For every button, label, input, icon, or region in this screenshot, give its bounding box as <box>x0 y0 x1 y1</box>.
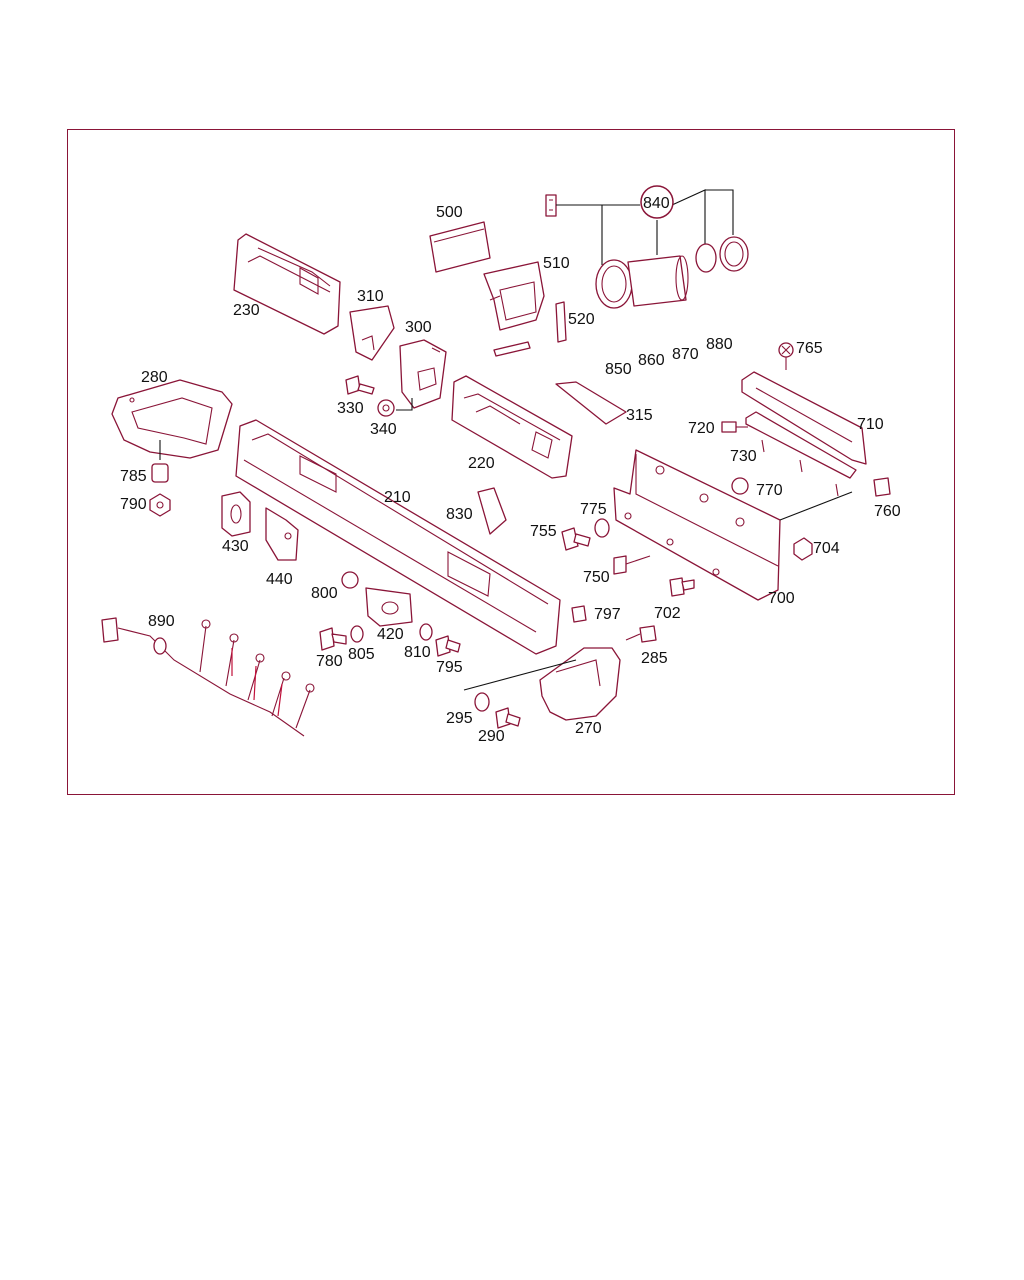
part-315-strip <box>555 381 627 425</box>
part-520-clip <box>555 301 567 343</box>
part-795-bolt <box>435 635 461 657</box>
part-810-washer <box>419 623 433 641</box>
part-785-spacer <box>151 463 169 483</box>
callout-340: 340 <box>370 421 397 438</box>
callout-300: 300 <box>405 319 432 336</box>
callout-700: 700 <box>768 590 795 607</box>
part-340-washer <box>377 399 395 417</box>
callout-420: 420 <box>377 626 404 643</box>
part-770-washer <box>731 477 749 495</box>
part-430-bracket <box>221 491 251 537</box>
part-704-nut <box>793 537 813 561</box>
part-440-bracket <box>265 507 299 561</box>
part-290-bolt <box>495 707 521 729</box>
callout-315: 315 <box>626 407 653 424</box>
callout-790: 790 <box>120 496 147 513</box>
part-790-nut <box>149 493 171 517</box>
part-510-bracket <box>483 261 545 331</box>
callout-755: 755 <box>530 523 557 540</box>
part-330-bolt <box>345 375 375 395</box>
part-285-screw <box>625 625 657 643</box>
callout-440: 440 <box>266 571 293 588</box>
callout-330: 330 <box>337 400 364 417</box>
callout-704: 704 <box>813 540 840 557</box>
callout-730: 730 <box>730 448 757 465</box>
callout-702: 702 <box>654 605 681 622</box>
part-310-plate <box>349 305 395 361</box>
callout-775: 775 <box>580 501 607 518</box>
callout-750: 750 <box>583 569 610 586</box>
part-702-bolt <box>669 577 695 597</box>
callout-810: 810 <box>404 644 431 661</box>
callout-720: 720 <box>688 420 715 437</box>
part-830-cover <box>477 487 507 535</box>
part-780-bolt <box>319 627 347 651</box>
callout-510: 510 <box>543 255 570 272</box>
part-800-washer <box>341 571 359 589</box>
part-700-plate-bracket <box>613 449 781 601</box>
callout-270: 270 <box>575 720 602 737</box>
callout-830: 830 <box>446 506 473 523</box>
callout-765: 765 <box>796 340 823 357</box>
callout-850: 850 <box>605 361 632 378</box>
callout-800: 800 <box>311 585 338 602</box>
callout-500: 500 <box>436 204 463 221</box>
callout-230: 230 <box>233 302 260 319</box>
callout-840: 840 <box>643 195 670 212</box>
part-730-strip <box>745 411 857 497</box>
callout-760: 760 <box>874 503 901 520</box>
part-750-screw <box>613 555 651 575</box>
part-300-housing <box>399 339 447 409</box>
part-890-wiring-harness <box>101 617 315 737</box>
callout-210: 210 <box>384 489 411 506</box>
callout-770: 770 <box>756 482 783 499</box>
callout-295: 295 <box>446 710 473 727</box>
callout-710: 710 <box>857 416 884 433</box>
part-797-clip <box>571 605 587 623</box>
part-805-washer <box>350 625 364 643</box>
part-840-kit <box>545 189 749 309</box>
part-210-main-beam <box>235 419 561 655</box>
part-710-rail <box>741 371 867 465</box>
callout-310: 310 <box>357 288 384 305</box>
callout-520: 520 <box>568 311 595 328</box>
part-765-screw <box>778 342 794 370</box>
callout-890: 890 <box>148 613 175 630</box>
callout-880: 880 <box>706 336 733 353</box>
part-295-washer <box>474 692 490 712</box>
callout-430: 430 <box>222 538 249 555</box>
callout-795: 795 <box>436 659 463 676</box>
part-230-bracket <box>233 233 341 335</box>
callout-805: 805 <box>348 646 375 663</box>
callout-860: 860 <box>638 352 665 369</box>
callout-840-circle <box>640 185 674 219</box>
part-530-strip <box>493 341 531 357</box>
part-760-bolt <box>873 477 891 497</box>
part-775-bushing <box>594 518 610 538</box>
callout-220: 220 <box>468 455 495 472</box>
part-220-bracket <box>451 375 573 479</box>
callout-780: 780 <box>316 653 343 670</box>
part-280-end-cap <box>111 379 233 459</box>
part-500-cover <box>429 221 491 273</box>
callout-280: 280 <box>141 369 168 386</box>
part-720-pin <box>721 421 748 433</box>
diagram-frame <box>67 129 955 795</box>
callout-290: 290 <box>478 728 505 745</box>
callout-797: 797 <box>594 606 621 623</box>
callout-285: 285 <box>641 650 668 667</box>
part-755-bolt <box>561 527 591 551</box>
part-420-plate <box>365 587 413 627</box>
callout-870: 870 <box>672 346 699 363</box>
part-270-end-cap <box>539 647 621 721</box>
callout-785: 785 <box>120 468 147 485</box>
